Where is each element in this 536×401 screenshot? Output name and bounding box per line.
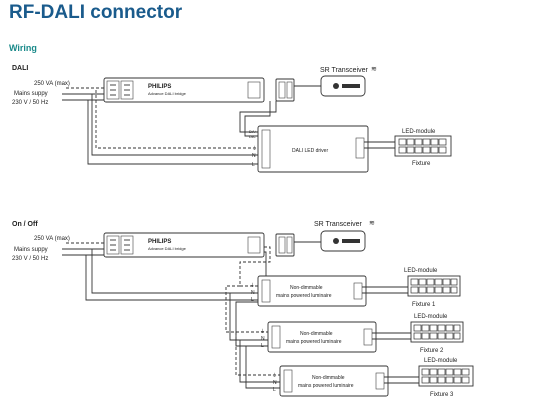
dali-controller-sub: Advance DALI bridge <box>148 91 187 96</box>
dali-transceiver: SR Transceiver ≋ <box>320 66 377 97</box>
lum2-line2: mains powered luminaire <box>286 339 342 345</box>
lum1-terminal-n: N <box>251 290 255 296</box>
onoff-supply-line2: 230 V / 50 Hz <box>12 256 48 262</box>
lum3-terminal-n: N <box>273 380 277 386</box>
onoff-controller-sub: Advance DALI bridge <box>148 246 187 251</box>
lum1-terminal-earth: ⏚ <box>250 282 255 289</box>
page-title: RF-DALI connector <box>9 2 183 23</box>
dali-led-module: LED-module Fixture <box>394 129 452 167</box>
onoff-controller-brand: PHILIPS <box>148 239 171 245</box>
onoff-supply-power: 250 VA (max) <box>34 236 70 242</box>
fixture-1-label: Fixture 1 <box>412 302 436 308</box>
dali-fixture-label: Fixture <box>412 161 431 167</box>
lum3-line1: Non-dimmable <box>312 375 345 381</box>
fixture-2-led-module: LED-module Fixture 2 <box>410 314 464 354</box>
fixture-2-label: Fixture 2 <box>420 348 444 354</box>
luminaire-1: ⏚ N L Non-dimmable mains powered luminai… <box>250 275 367 307</box>
dali-section: DALI 250 VA (max) Mains suppy 230 V / 50… <box>12 65 452 173</box>
lum2-terminal-earth: ⏚ <box>260 328 265 335</box>
dali-section-label: DALI <box>12 65 28 72</box>
lum2-terminal-l: L <box>261 343 264 349</box>
onoff-controller: PHILIPS Advance DALI bridge <box>103 232 295 258</box>
dali-controller: PHILIPS Advance DALI bridge <box>103 77 295 103</box>
driver-terminal-da-plus: DA+ <box>249 129 258 134</box>
fixture-1-led-module: LED-module Fixture 1 <box>404 268 461 308</box>
fixture-3-led-label: LED-module <box>424 358 458 364</box>
lum1-line2: mains powered luminaire <box>276 293 332 299</box>
lum3-line2: mains powered luminaire <box>298 383 354 389</box>
wifi-icon: ≋ <box>369 220 375 227</box>
dali-supply-power: 250 VA (max) <box>34 81 70 87</box>
driver-terminal-earth: ⏚ <box>252 145 257 152</box>
dali-led-module-label: LED-module <box>402 129 436 135</box>
driver-terminal-n: N <box>252 153 256 159</box>
dali-transceiver-label: SR Transceiver <box>320 67 369 74</box>
wifi-icon: ≋ <box>371 66 377 73</box>
dali-controller-brand: PHILIPS <box>148 84 171 90</box>
dali-supply-line1: Mains suppy <box>14 91 48 97</box>
driver-terminal-da-minus: DA- <box>249 134 257 139</box>
dali-supply-line2: 230 V / 50 Hz <box>12 100 48 106</box>
lum2-line1: Non-dimmable <box>300 331 333 337</box>
luminaire-3: ⏚ N L Non-dimmable mains powered luminai… <box>272 365 389 397</box>
dali-driver-label: DALI LED driver <box>292 148 328 154</box>
fixture-1-led-label: LED-module <box>404 268 438 274</box>
wiring-heading: Wiring <box>9 43 37 53</box>
onoff-transceiver-label: SR Transceiver <box>314 221 363 228</box>
onoff-transceiver: SR Transceiver ≋ <box>314 220 375 252</box>
dali-led-driver: DA+ DA- ⏚ N L DALI LED driver <box>249 125 369 173</box>
lum3-terminal-earth: ⏚ <box>272 372 277 379</box>
lum1-line1: Non-dimmable <box>290 285 323 291</box>
driver-terminal-l: L <box>252 162 255 168</box>
lum2-terminal-n: N <box>261 336 265 342</box>
onoff-section: On / Off 250 VA (max) Mains suppy 230 V … <box>12 220 474 398</box>
luminaire-2: ⏚ N L Non-dimmable mains powered luminai… <box>260 321 377 353</box>
lum1-terminal-l: L <box>251 297 254 303</box>
onoff-section-label: On / Off <box>12 221 38 228</box>
fixture-3-label: Fixture 3 <box>430 392 454 398</box>
onoff-supply-line1: Mains suppy <box>14 247 48 253</box>
fixture-2-led-label: LED-module <box>414 314 448 320</box>
lum3-terminal-l: L <box>273 387 276 393</box>
fixture-3-led-module: LED-module Fixture 3 <box>418 358 474 398</box>
